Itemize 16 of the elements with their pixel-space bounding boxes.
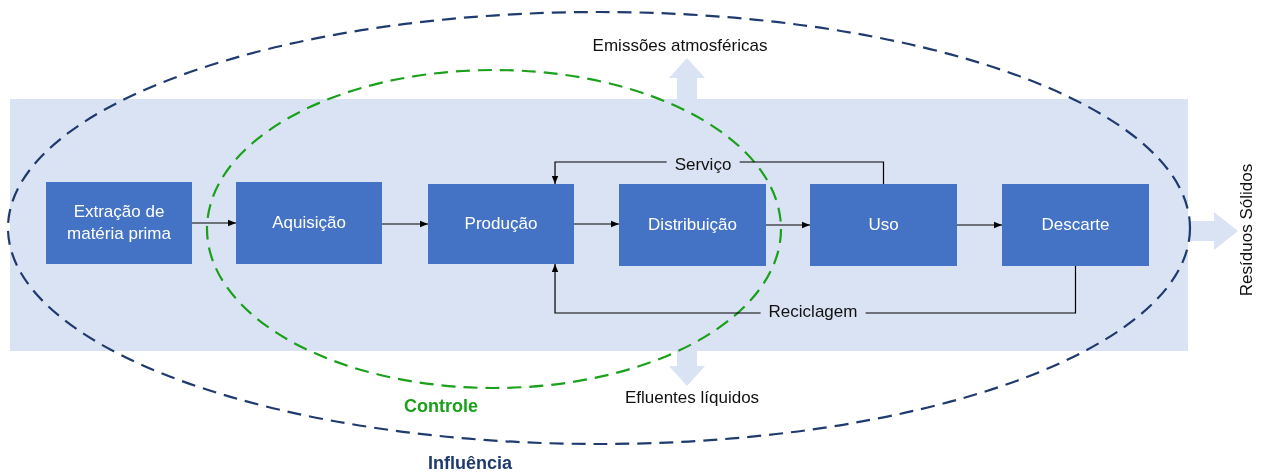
- process-box: Descarte: [1002, 184, 1149, 266]
- process-box: Uso: [810, 184, 957, 266]
- arrow: [573, 220, 620, 228]
- arrow: [191, 219, 237, 227]
- process-box: Aquisição: [236, 182, 382, 264]
- arrow: [381, 220, 429, 228]
- process-box: Extração de matéria prima: [46, 182, 192, 264]
- region-label: Controle: [404, 394, 478, 418]
- arrow: [765, 221, 811, 229]
- process-box: Produção: [428, 184, 574, 264]
- output-label: Efluentes líquidos: [624, 387, 760, 410]
- output-label: Emissões atmosféricas: [592, 35, 768, 58]
- region-label: Influência: [428, 451, 512, 475]
- output-label: Resíduos Sólidos: [1236, 163, 1258, 297]
- process-box: Distribuição: [619, 184, 766, 266]
- arrow: [956, 221, 1003, 229]
